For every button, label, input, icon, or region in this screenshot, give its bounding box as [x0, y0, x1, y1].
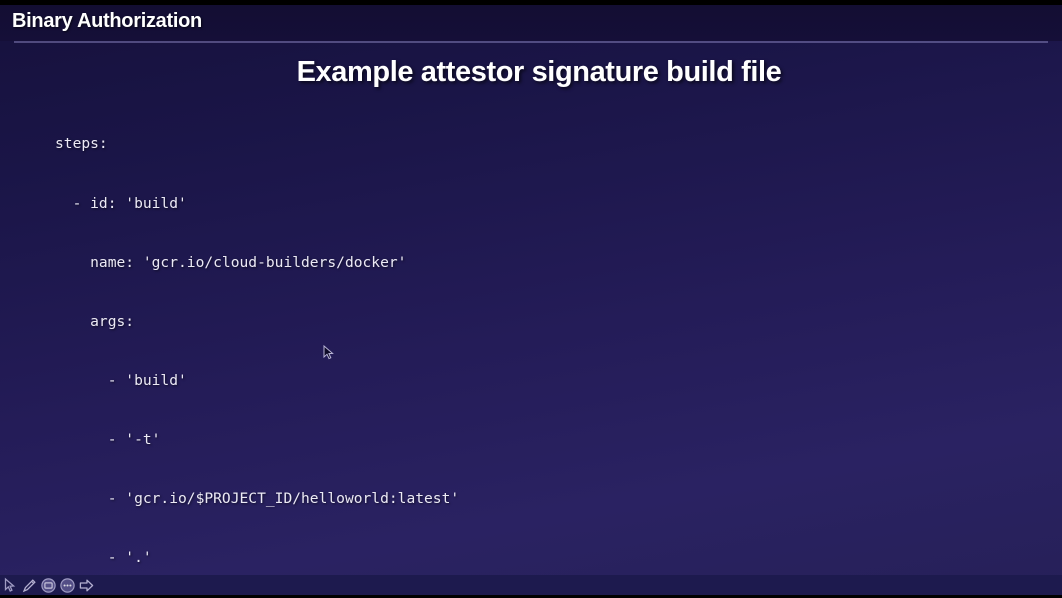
- page-title: Example attestor signature build file: [296, 56, 782, 88]
- header-divider: [14, 41, 1048, 43]
- toolbar-icon-group: [2, 577, 95, 594]
- slide-header-band: Binary Authorization: [0, 5, 1062, 41]
- code-line: args:: [55, 312, 135, 330]
- code-line: - id: 'build': [55, 194, 187, 212]
- code-line: steps:: [55, 135, 108, 153]
- slide-icon[interactable]: [40, 577, 57, 594]
- code-block: steps: - id: 'build' name: 'gcr.io/cloud…: [55, 95, 1040, 598]
- bottom-toolbar: [0, 575, 1062, 595]
- pen-icon[interactable]: [21, 577, 38, 594]
- code-line: - 'build': [55, 371, 187, 389]
- code-line: - '.': [55, 549, 152, 567]
- letterbox-bottom: [0, 595, 1062, 598]
- next-arrow-icon[interactable]: [78, 577, 95, 594]
- code-line: name: 'gcr.io/cloud-builders/docker': [55, 253, 407, 271]
- header-title: Binary Authorization: [12, 10, 202, 32]
- letterbox-top: [0, 0, 1062, 5]
- code-line: - 'gcr.io/$PROJECT_ID/helloworld:latest': [55, 490, 460, 508]
- menu-dots-icon[interactable]: [59, 577, 76, 594]
- pointer-icon[interactable]: [2, 577, 19, 594]
- code-line: - '-t': [55, 430, 161, 448]
